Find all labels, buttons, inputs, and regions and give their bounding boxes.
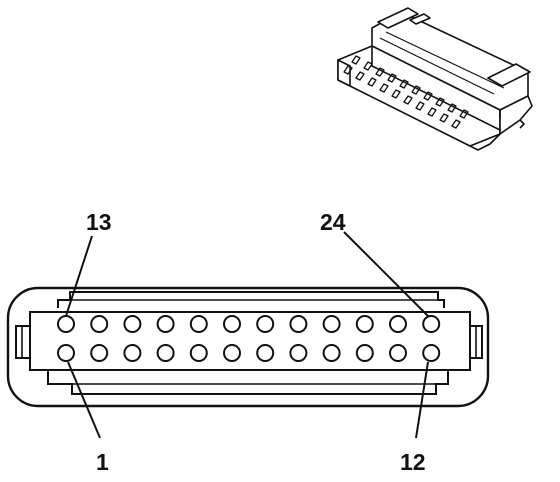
- pin-cavity-23: [389, 315, 407, 333]
- pin-label-1: 1: [96, 449, 109, 475]
- pin-grid: [57, 315, 441, 362]
- pin-cavity-4: [156, 344, 175, 362]
- pin-cavity-12: [422, 344, 441, 362]
- leader-line-13: [65, 235, 93, 317]
- left-latch: [15, 325, 30, 359]
- pin-cavity-20: [289, 315, 308, 333]
- pin-cavity-22: [355, 315, 374, 333]
- pin-cavity-16: [156, 315, 175, 333]
- pin-cavity-5: [189, 344, 208, 362]
- pin-cavity-7: [256, 344, 275, 362]
- pin-cavity-19: [256, 315, 275, 333]
- pin-cavity-17: [189, 315, 208, 333]
- pin-label-24: 24: [320, 209, 346, 235]
- connector-top-rail: [57, 291, 445, 308]
- connector-face: [6, 286, 490, 408]
- pin-cavity-2: [90, 344, 109, 362]
- pin-cavity-13: [57, 315, 75, 333]
- pin-cavity-1: [57, 344, 75, 362]
- pin-label-13: 13: [86, 209, 112, 235]
- connector-inner-cavity: [29, 311, 471, 371]
- pin-cavity-14: [90, 315, 109, 333]
- pin-cavity-18: [223, 315, 241, 333]
- pin-cavity-11: [389, 344, 407, 362]
- pin-label-12: 12: [400, 449, 426, 475]
- pin-cavity-15: [123, 315, 142, 333]
- leader-line-24: [343, 231, 429, 317]
- pin-cavity-8: [289, 344, 308, 362]
- leader-line-12: [415, 361, 429, 439]
- pin-cavity-6: [223, 344, 241, 362]
- connector-bottom-rail: [47, 370, 449, 395]
- leader-line-1: [67, 361, 101, 439]
- pin-cavity-21: [322, 315, 341, 333]
- leader-lines: [65, 231, 429, 439]
- pin-cavity-9: [322, 344, 341, 362]
- connector-outer-shell: [6, 286, 490, 408]
- pin-cavity-3: [123, 344, 142, 362]
- pin-cavity-10: [355, 344, 374, 362]
- pin-cavity-24: [422, 315, 441, 333]
- connector-3d-illustration: [337, 7, 533, 151]
